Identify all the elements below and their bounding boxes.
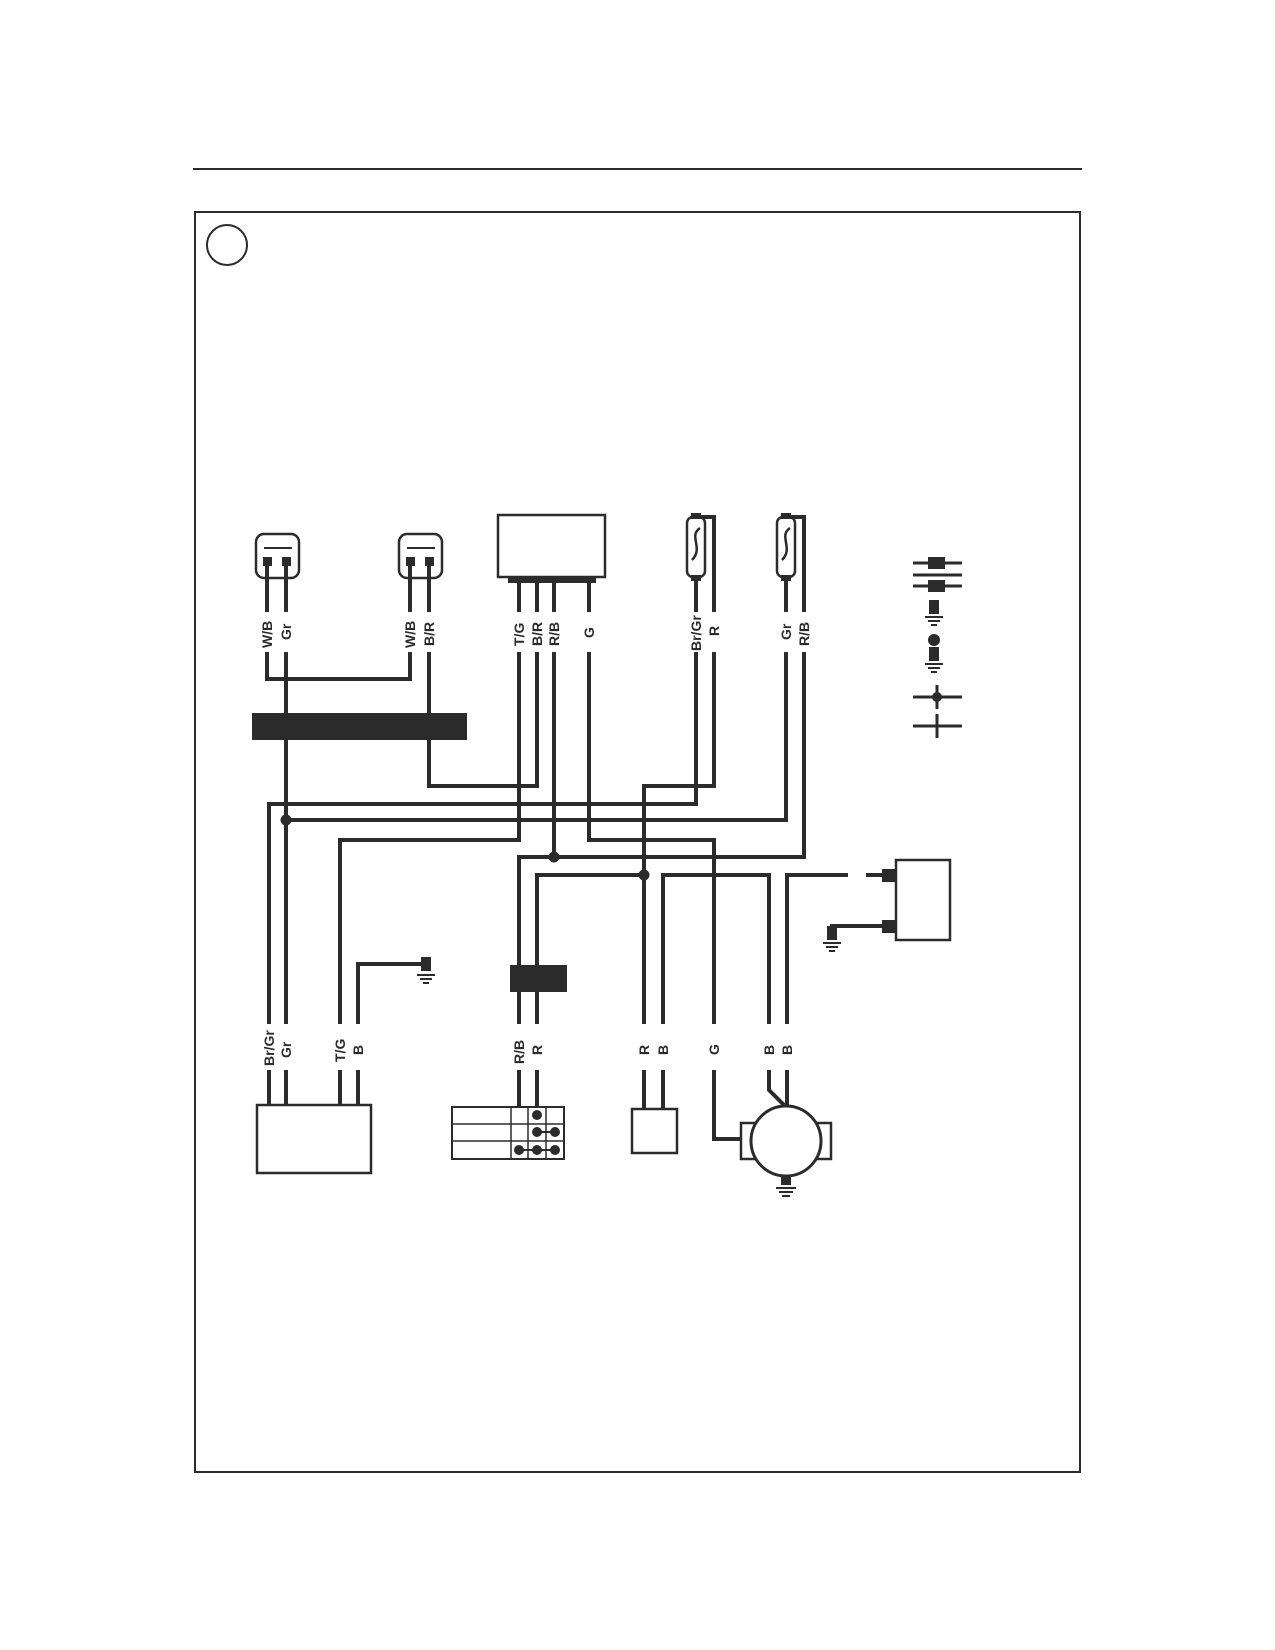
label-m-br: B/R [529, 622, 545, 646]
ground-symbol-1 [417, 957, 435, 984]
legend-ground-point-symbol [925, 634, 943, 673]
harness-sleeve-lower [510, 965, 567, 992]
relay [823, 858, 952, 952]
label-b5-b2: B [779, 1045, 795, 1055]
junction-dots [280, 814, 650, 881]
label-h2-br: B/R [421, 622, 437, 646]
label-b1-tg: T/G [332, 1039, 348, 1062]
diagram-frame [194, 211, 1081, 1473]
label-b1-gr: Gr [278, 1041, 294, 1058]
label-b3-b: B [655, 1045, 671, 1055]
connector-2 [397, 532, 444, 580]
label-b1-brgr: Br/Gr [261, 1030, 277, 1066]
label-b2-r: R [529, 1045, 545, 1055]
fuse-2 [775, 513, 797, 581]
label-b2-rb: R/B [511, 1040, 527, 1064]
legend-symbols [913, 557, 962, 738]
motor [739, 1104, 833, 1197]
control-module [496, 513, 607, 583]
label-f1-r: R [706, 626, 722, 636]
label-f2-rb: R/B [796, 622, 812, 646]
label-f1-brgr: Br/Gr [688, 615, 704, 651]
label-h2-wb: W/B [402, 621, 418, 648]
label-b4-g: G [706, 1044, 722, 1055]
wire-labels-top: W/B Gr W/B B/R T/G B/R R/B G Br/Gr R Gr … [258, 612, 814, 652]
figure-marker-circle [206, 224, 248, 266]
battery-box [255, 1103, 373, 1175]
label-m-g: G [581, 627, 597, 638]
label-f2-gr: Gr [778, 623, 794, 640]
wire-labels-bottom: Br/Gr Gr T/G B R/B R R B G B B [260, 1024, 796, 1070]
legend-junction-symbol [913, 685, 962, 709]
harness-sleeve-upper [252, 713, 467, 740]
switch-box [630, 1107, 679, 1155]
label-h1-gr: Gr [278, 623, 294, 640]
legend-ground-symbol [925, 600, 943, 626]
connector-1 [254, 532, 301, 580]
label-b3-r: R [636, 1045, 652, 1055]
label-b1-b: B [350, 1045, 366, 1055]
label-m-rb: R/B [546, 622, 562, 646]
fuse-1 [685, 513, 707, 581]
legend-connector-symbol [913, 557, 962, 592]
label-h1-wb: W/B [259, 621, 275, 648]
label-b5-b1: B [761, 1045, 777, 1055]
switch-table [451, 1106, 565, 1160]
legend-crossing-symbol [913, 714, 962, 738]
label-m-tg: T/G [511, 623, 527, 646]
